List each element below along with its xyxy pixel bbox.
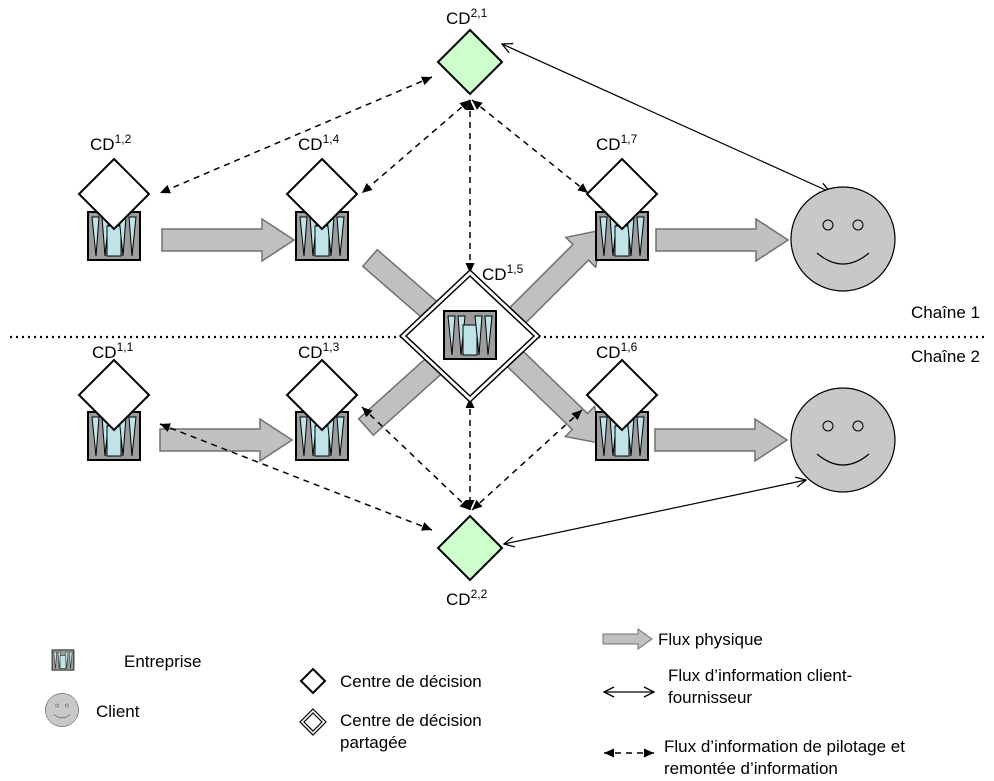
chain-2-label: Chaîne 2: [911, 347, 980, 366]
label-cd22: CD2,2: [446, 587, 488, 609]
decision-centers: [78, 158, 658, 431]
legend-client-supplier-label-1: Flux d’information client-: [668, 666, 852, 685]
legend-decision-center-icon: [299, 667, 327, 695]
label-cd16: CD1,6: [596, 340, 638, 362]
legend-shared-decision-label-2: partagée: [340, 733, 407, 752]
shared-decision-center-15: [398, 268, 542, 404]
label-cd17: CD1,7: [596, 132, 638, 154]
chain-1-label: Chaîne 1: [911, 303, 980, 322]
legend-enterprise-label: Entreprise: [124, 652, 201, 671]
central-decision-center-21: [436, 28, 504, 96]
legend-physical-flow-label: Flux physique: [658, 630, 763, 649]
legend-pilot-flow-label-2: remontée d’information: [664, 759, 838, 778]
legend-client-icon: [45, 693, 79, 727]
flow-12-14: [161, 218, 295, 262]
legend-client-supplier-label-2: fournisseur: [668, 688, 752, 707]
flow-11-13: [159, 418, 293, 462]
label-cd13: CD1,3: [298, 340, 340, 362]
client-2: [790, 387, 896, 493]
label-cd21: CD2,1: [446, 6, 488, 28]
label-cd14: CD1,4: [298, 132, 340, 154]
legend-enterprise-icon: [51, 649, 75, 671]
enterprise-15: [443, 310, 497, 360]
client-1: [790, 186, 896, 292]
legend-physical-flow-icon: [602, 628, 653, 650]
flow-16-client2: [654, 418, 788, 462]
legend-decision-center-label: Centre de décision: [340, 672, 482, 691]
client-supplier-flows: [502, 44, 830, 544]
label-cd15: CD1,5: [482, 262, 524, 284]
central-decision-center-22: [436, 514, 504, 582]
label-cd11: CD1,1: [92, 340, 134, 362]
legend: Entreprise Client Centre de décision Cen…: [45, 628, 905, 778]
legend-shared-decision-icon: [299, 708, 327, 736]
legend-client-label: Client: [96, 702, 140, 721]
flow-17-client1: [655, 218, 789, 262]
legend-shared-decision-label-1: Centre de décision: [340, 711, 482, 730]
legend-pilot-flow-label-1: Flux d’information de pilotage et: [664, 737, 905, 756]
label-cd12: CD1,2: [90, 132, 132, 154]
